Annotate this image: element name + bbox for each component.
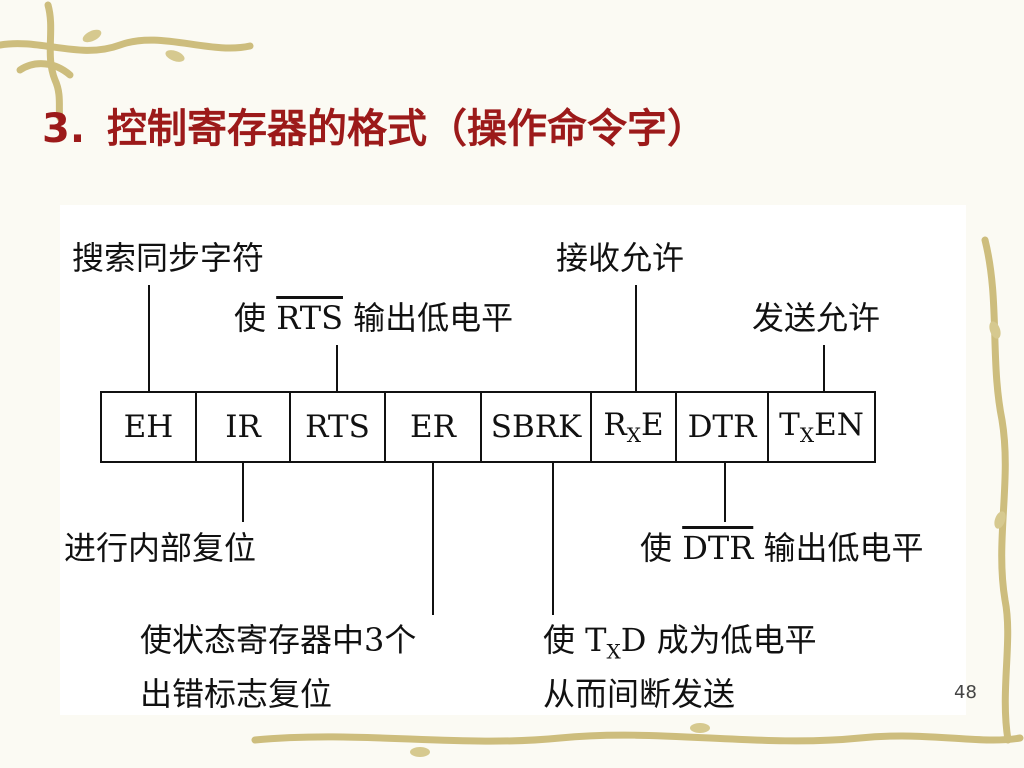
label-txen: 发送允许 <box>752 299 881 337</box>
label-rts-suffix: 输出低电平 <box>353 299 514 337</box>
label-rxe: 接收允许 <box>556 239 685 277</box>
register-row: EH IR RTS ER SBRK RXE DTR TXEN <box>100 391 876 463</box>
rts-overline-signal: RTS <box>276 299 343 337</box>
slide-title: 3. 控制寄存器的格式（操作命令字） <box>42 103 707 155</box>
register-bit-ir: IR <box>195 391 291 463</box>
label-rts: 使 RTS 输出低电平 <box>234 298 513 338</box>
label-ir: 进行内部复位 <box>64 529 257 567</box>
label-dtr-suffix: 输出低电平 <box>763 529 924 567</box>
label-sbrk-line1: 使 TXD 成为低电平 <box>543 621 817 664</box>
label-dtr: 使 DTR 输出低电平 <box>640 528 923 568</box>
label-er-line1: 使状态寄存器中3个 <box>140 621 417 659</box>
label-rts-prefix: 使 <box>234 299 267 337</box>
register-bit-sbrk: SBRK <box>480 391 592 463</box>
title-number: 3. <box>42 106 86 152</box>
register-bit-txen: TXEN <box>767 391 876 463</box>
register-bit-rts: RTS <box>289 391 386 463</box>
label-dtr-prefix: 使 <box>640 529 673 567</box>
dtr-overline-signal: DTR <box>682 529 754 567</box>
title-text: 控制寄存器的格式（操作命令字） <box>107 106 708 152</box>
register-bit-er: ER <box>384 391 482 463</box>
label-er-line2: 出错标志复位 <box>140 675 333 713</box>
page-number: 48 <box>954 682 977 703</box>
register-bit-eh: EH <box>100 391 197 463</box>
label-eh: 搜索同步字符 <box>72 239 265 277</box>
register-bit-dtr: DTR <box>675 391 769 463</box>
label-sbrk-line2: 从而间断发送 <box>543 675 736 713</box>
register-table: EH IR RTS ER SBRK RXE DTR TXEN <box>100 391 876 463</box>
register-bit-rxe: RXE <box>590 391 677 463</box>
